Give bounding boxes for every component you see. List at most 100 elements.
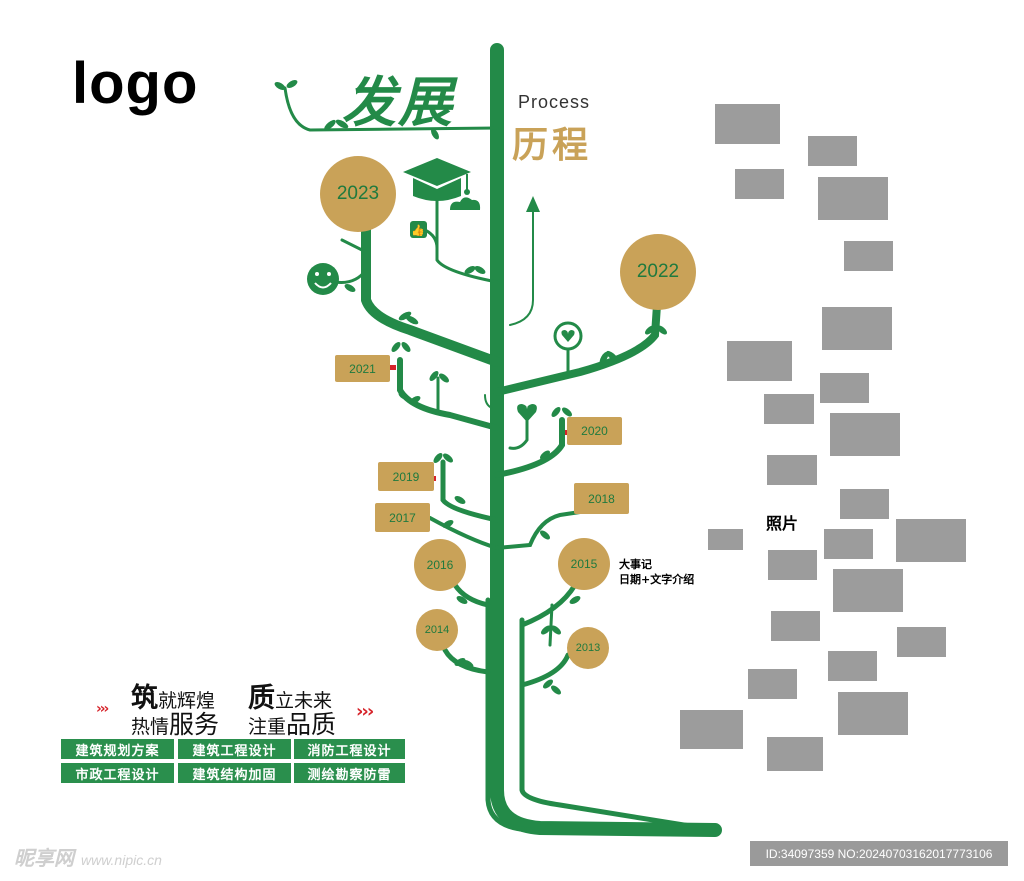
- branch-2015: [519, 582, 578, 628]
- watermark-url: www.nipic.cn: [80, 852, 162, 868]
- title-chinese-secondary: 历程: [512, 125, 593, 166]
- branch-2019: [440, 459, 500, 523]
- branch-2022: [493, 301, 661, 396]
- leaf-icon: [274, 82, 286, 90]
- leaves: [274, 80, 667, 695]
- leaf-icon: [540, 450, 550, 460]
- branch-2015b: [548, 603, 554, 647]
- photo-placeholder: [896, 519, 966, 562]
- leaf-icon: [541, 625, 551, 635]
- milestone-2014: 2014: [416, 609, 458, 651]
- photo-placeholder: [727, 341, 792, 381]
- slogan-big-text: 品质: [286, 710, 337, 739]
- slogan-big-char: 筑: [131, 683, 158, 714]
- branch-2020: [494, 417, 565, 478]
- logo: logo: [72, 51, 199, 116]
- leaf-icon: [551, 407, 561, 417]
- service-tag: 消防工程设计: [294, 739, 405, 759]
- slogan-small-text: 热情: [131, 716, 170, 738]
- leaf-icon: [645, 325, 655, 335]
- slogan-small-text: 注重: [248, 716, 287, 738]
- leaf-icon: [456, 596, 468, 604]
- leaf-icon: [391, 342, 401, 352]
- milestone-2013: 2013: [567, 627, 609, 669]
- photo-placeholder: [735, 169, 784, 199]
- leaf-icon: [657, 325, 667, 335]
- thumbs-up-icon: [410, 221, 427, 238]
- photo-placeholder: [748, 669, 797, 699]
- branch-2023: [361, 223, 502, 367]
- title-branch: [283, 86, 499, 132]
- milestone-2023: 2023: [320, 156, 396, 232]
- leaf-icon: [540, 530, 550, 540]
- leaf-icon: [442, 520, 454, 528]
- photo-placeholder: [830, 413, 900, 456]
- leaf-icon: [551, 685, 561, 695]
- branch-2017: [428, 516, 499, 550]
- event-note: 大事记 日期+文字介绍: [619, 557, 694, 587]
- leaf-icon: [335, 119, 349, 129]
- branch-2021: [397, 357, 500, 431]
- branch-2018: [495, 510, 582, 550]
- leaf-icon: [398, 392, 410, 400]
- slogan-small-text: 就辉煌: [158, 690, 216, 712]
- service-tag: 建筑规划方案: [61, 739, 174, 759]
- branch-arrow: [509, 204, 534, 326]
- photo-placeholder: [768, 550, 817, 580]
- leaf-icon: [551, 625, 561, 635]
- leaf-icon: [569, 596, 581, 604]
- arrow-up-icon: [526, 196, 540, 212]
- milestone-2019: 2019: [378, 462, 434, 491]
- tree-trunk-left: [485, 597, 533, 833]
- leaf-icon: [286, 80, 298, 88]
- event-note-desc: 日期+文字介绍: [619, 573, 695, 586]
- leaf-icon: [462, 660, 474, 668]
- photo-placeholder: [680, 710, 743, 749]
- slogan-line-1a: 筑就辉煌: [131, 676, 215, 715]
- graduation-cap-icon: [403, 158, 471, 201]
- leaf-icon: [401, 342, 411, 352]
- branch-2021c: [484, 394, 493, 409]
- tag-connector: [390, 365, 396, 370]
- svg-text:👍: 👍: [411, 224, 425, 237]
- photo-placeholder: [824, 529, 873, 559]
- branch-2013: [519, 652, 571, 688]
- leaf-icon: [344, 284, 356, 292]
- watermark-left: 昵享网 www.nipic.cn: [14, 842, 162, 871]
- slogan-line-1b: 质立未来: [248, 676, 332, 715]
- milestone-2015: 2015: [558, 538, 610, 590]
- leaf-icon: [562, 407, 572, 417]
- heart-icon: [517, 404, 537, 422]
- leaf-icon: [464, 266, 476, 274]
- slogan-small-text: 立未来: [275, 690, 333, 712]
- photo-placeholder: [715, 104, 780, 144]
- tree-trunk: [490, 43, 722, 837]
- leaf-icon: [409, 396, 421, 404]
- slogan-big-text: 服务: [169, 710, 220, 739]
- leaf-icon: [433, 453, 443, 463]
- leaf-icon: [454, 658, 466, 666]
- title-english: Process: [518, 92, 591, 112]
- branch-2016: [452, 582, 491, 608]
- leaf-icon: [474, 266, 486, 274]
- branch-cap: [435, 194, 499, 284]
- leaf-icon: [405, 315, 419, 325]
- photo-placeholder: [820, 373, 869, 403]
- leaf-icon: [398, 311, 412, 321]
- leaf-icon: [324, 119, 336, 131]
- photo-placeholder: [897, 627, 946, 657]
- heart-icon: [553, 321, 583, 351]
- milestone-2022: 2022: [620, 234, 696, 310]
- smiley-icon: [307, 263, 339, 295]
- chevron-right-icon: ›››: [96, 701, 109, 717]
- photo-placeholder: [828, 651, 877, 681]
- photo-placeholder: [844, 241, 893, 271]
- milestone-2018: 2018: [574, 483, 629, 514]
- photo-placeholder: [767, 737, 823, 771]
- event-note-title: 大事记: [619, 558, 652, 571]
- leaf-icon: [606, 350, 618, 362]
- slogan-line-2b: 注重品质: [248, 705, 336, 741]
- watermark-brand: 昵享网: [14, 846, 74, 870]
